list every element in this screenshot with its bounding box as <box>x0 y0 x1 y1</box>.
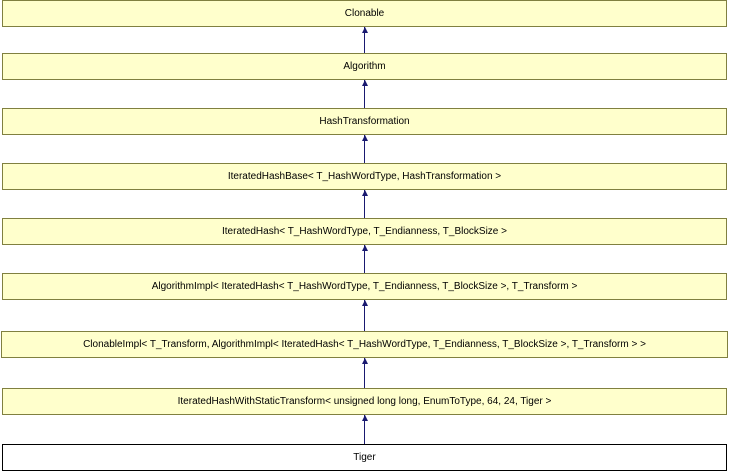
class-node-iterated-hash-base[interactable]: IteratedHashBase< T_HashWordType, HashTr… <box>2 163 727 190</box>
inheritance-edge <box>364 135 365 163</box>
arrow-up-icon <box>362 80 368 86</box>
inheritance-edge <box>364 358 365 388</box>
arrow-up-icon <box>362 358 368 364</box>
class-node-label: HashTransformation <box>319 115 410 127</box>
arrow-up-icon <box>362 190 368 196</box>
class-node-label: ClonableImpl< T_Transform, AlgorithmImpl… <box>83 338 646 350</box>
class-node-label: Tiger <box>353 451 376 463</box>
class-node-algorithm[interactable]: Algorithm <box>2 53 727 80</box>
class-node-label: AlgorithmImpl< IteratedHash< T_HashWordT… <box>151 280 578 292</box>
arrow-up-icon <box>362 300 368 306</box>
class-node-iterated-hash-with-static-transform[interactable]: IteratedHashWithStaticTransform< unsigne… <box>2 388 727 415</box>
arrow-up-icon <box>362 27 368 33</box>
class-node-hash-transformation[interactable]: HashTransformation <box>2 108 727 135</box>
inheritance-edge <box>364 80 365 108</box>
inheritance-edge <box>364 245 365 273</box>
class-node-label: Algorithm <box>343 60 386 72</box>
class-node-clonable[interactable]: Clonable <box>2 0 727 27</box>
class-node-label: IteratedHashBase< T_HashWordType, HashTr… <box>227 170 502 182</box>
class-node-clonable-impl[interactable]: ClonableImpl< T_Transform, AlgorithmImpl… <box>1 331 728 358</box>
class-node-label: IteratedHash< T_HashWordType, T_Endianne… <box>222 225 507 237</box>
class-node-iterated-hash[interactable]: IteratedHash< T_HashWordType, T_Endianne… <box>2 218 727 245</box>
inheritance-edge <box>364 190 365 218</box>
class-node-label: IteratedHashWithStaticTransform< unsigne… <box>177 395 552 407</box>
arrow-up-icon <box>362 245 368 251</box>
class-node-label: Clonable <box>344 7 385 19</box>
arrow-up-icon <box>362 135 368 141</box>
class-node-algorithm-impl[interactable]: AlgorithmImpl< IteratedHash< T_HashWordT… <box>2 273 727 300</box>
arrow-up-icon <box>362 415 368 421</box>
inheritance-edge <box>364 415 365 444</box>
inheritance-edge <box>364 27 365 53</box>
inheritance-edge <box>364 300 365 331</box>
class-node-tiger[interactable]: Tiger <box>2 444 727 471</box>
